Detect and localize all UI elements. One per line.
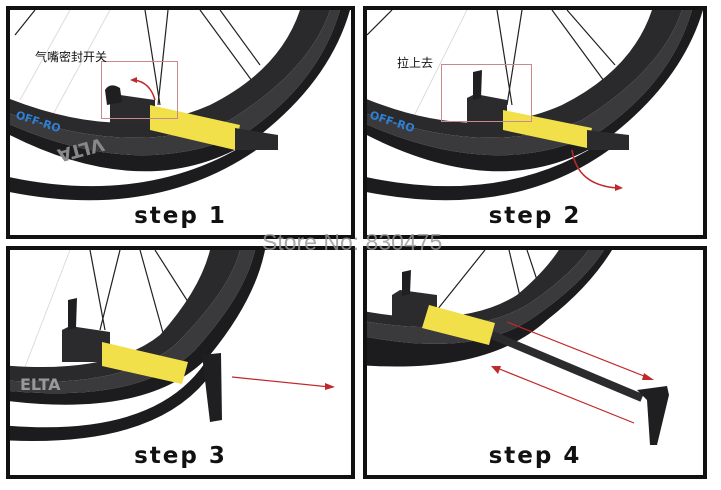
step-4-illustration — [367, 250, 669, 445]
pull-up-note: 拉上去 — [397, 56, 434, 70]
lever-highlight-box — [441, 64, 532, 122]
step-1-label: step 1 — [134, 203, 227, 229]
step-3-label: step 3 — [134, 443, 227, 469]
step-1-illustration: OFF-RO VLTA — [10, 10, 350, 201]
step-2-label: step 2 — [488, 203, 582, 229]
step-3-panel: ELTA step 3 — [6, 246, 355, 479]
step-2-illustration: OFF-RO — [367, 10, 703, 201]
svg-text:ELTA: ELTA — [20, 375, 61, 394]
step-1-panel: OFF-RO VLTA 气嘴密封开关 step 1 — [6, 6, 355, 239]
step-2-panel: OFF-RO 拉上去 step 2 — [363, 6, 707, 239]
valve-highlight-box — [101, 61, 178, 119]
valve-seal-note: 气嘴密封开关 — [35, 50, 108, 64]
step-4-panel: step 4 — [363, 246, 707, 479]
step-3-illustration: ELTA — [10, 250, 335, 441]
step-4-label: step 4 — [488, 443, 582, 469]
